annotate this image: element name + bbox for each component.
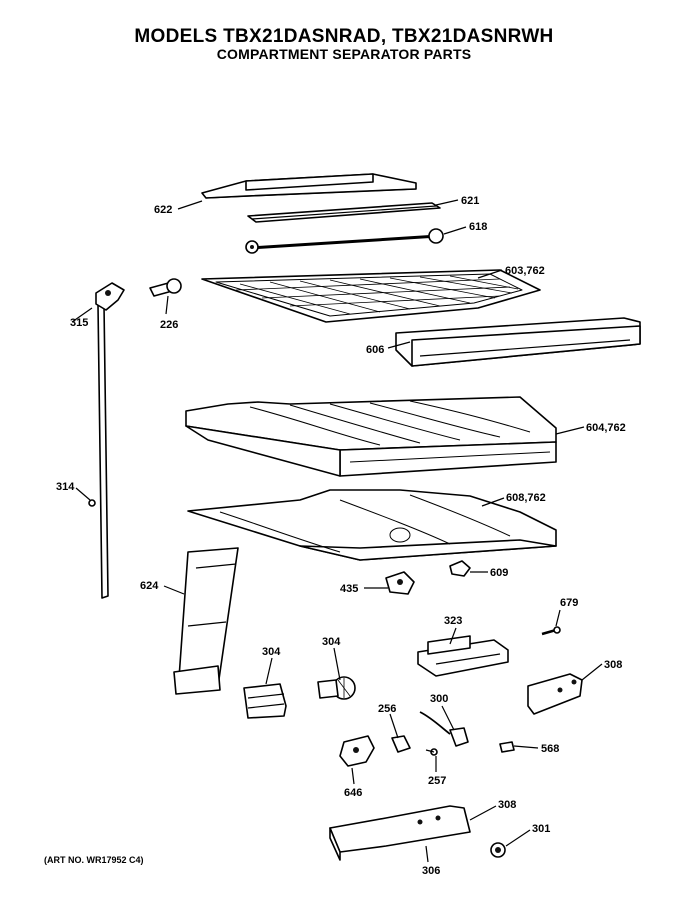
part-609 xyxy=(449,560,471,577)
part-257-screw xyxy=(425,748,438,756)
diagram-subtitle: COMPARTMENT SEPARATOR PARTS xyxy=(216,46,472,62)
label-257: 257 xyxy=(428,775,446,787)
part-435 xyxy=(385,571,415,595)
part-618-rod xyxy=(245,228,444,254)
label-646: 646 xyxy=(344,787,362,799)
label-306: 306 xyxy=(422,865,440,877)
label-315: 315 xyxy=(70,317,88,329)
part-608-separator xyxy=(187,489,557,561)
part-621-rail xyxy=(247,202,441,223)
part-323-bracket xyxy=(417,635,509,677)
diagram-title: MODELS TBX21DASNRAD, TBX21DASNRWH xyxy=(134,26,554,47)
label-256: 256 xyxy=(378,703,396,715)
label-604-762: 604,762 xyxy=(586,422,626,434)
label-608-762: 608,762 xyxy=(506,492,546,504)
part-308-plate-upper xyxy=(527,673,583,715)
part-646-thermostat xyxy=(339,735,375,767)
part-304-housing xyxy=(243,683,287,719)
label-323: 323 xyxy=(444,615,462,627)
label-304-motor: 304 xyxy=(322,636,341,648)
label-314: 314 xyxy=(56,481,75,493)
part-679-screw xyxy=(541,626,561,636)
part-304-motor xyxy=(317,676,356,700)
label-609: 609 xyxy=(490,567,508,579)
part-622-cover xyxy=(201,173,417,199)
label-300: 300 xyxy=(430,693,448,705)
part-226-pin xyxy=(149,278,182,297)
part-301-knob xyxy=(490,842,506,858)
part-568-clip xyxy=(499,741,515,753)
part-306-housing xyxy=(329,805,471,861)
label-304-housing: 304 xyxy=(262,646,281,658)
label-301: 301 xyxy=(532,823,550,835)
label-624: 624 xyxy=(140,580,159,592)
label-603-762: 603,762 xyxy=(505,265,545,277)
leader-lines xyxy=(71,199,603,863)
label-679: 679 xyxy=(560,597,578,609)
part-606-drawer xyxy=(395,317,641,367)
label-568: 568 xyxy=(541,743,559,755)
label-618: 618 xyxy=(469,221,487,233)
art-number: (ART NO. WR17952 C4) xyxy=(44,855,144,865)
label-308-lower: 308 xyxy=(498,799,516,811)
part-624-duct xyxy=(173,547,239,695)
label-621: 621 xyxy=(461,195,479,207)
part-314-support-rod xyxy=(88,282,125,599)
label-606: 606 xyxy=(366,344,384,356)
part-604-separator xyxy=(185,396,557,477)
label-622: 622 xyxy=(154,204,172,216)
label-435: 435 xyxy=(340,583,358,595)
part-256-connector xyxy=(391,735,411,753)
label-308-upper: 308 xyxy=(604,659,622,671)
part-603-shelf xyxy=(201,269,541,323)
label-226: 226 xyxy=(160,319,178,331)
part-300-switch xyxy=(419,711,469,747)
